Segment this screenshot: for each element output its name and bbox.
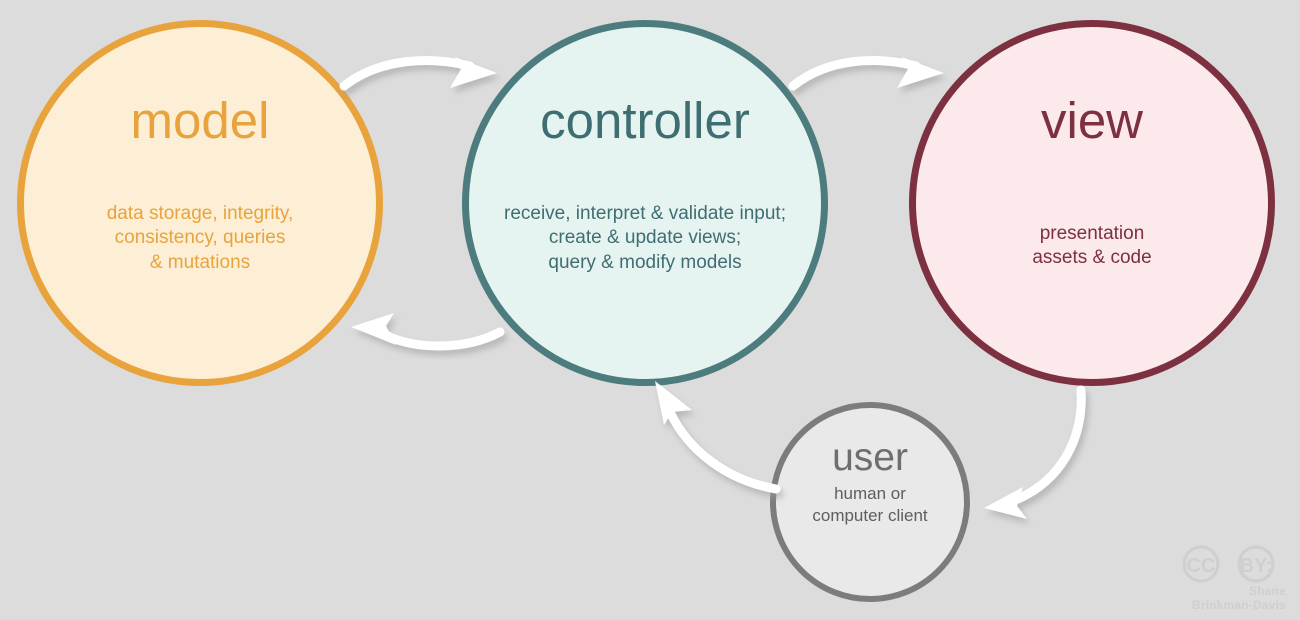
cc-badge-label: CC [1187,555,1216,577]
cc-by-license-icon: CC BY: [1182,545,1275,583]
node-model-description: data storage, integrity, consistency, qu… [106,203,294,273]
node-view[interactable]: view presentation assets & code [909,20,1275,386]
node-controller-description: receive, interpret & validate input; cre… [504,203,786,273]
node-model-title: model [130,92,270,149]
node-user-title: user [832,436,908,479]
node-controller-title: controller [540,92,750,149]
node-view-description: presentation assets & code [1032,223,1152,269]
creative-commons-badges: CC BY: [1176,544,1286,584]
node-controller[interactable]: controller receive, interpret & validate… [462,20,828,386]
by-badge-label: BY: [1240,555,1273,577]
attribution-block: CC BY: Shane Brinkman-Davis [1176,544,1286,612]
node-model[interactable]: model data storage, integrity, consisten… [17,20,383,386]
author-name: Shane Brinkman-Davis [1191,584,1286,612]
node-user-description: human or computer client [812,484,928,525]
node-view-title: view [1040,92,1144,149]
node-user[interactable]: user human or computer client [770,402,970,602]
